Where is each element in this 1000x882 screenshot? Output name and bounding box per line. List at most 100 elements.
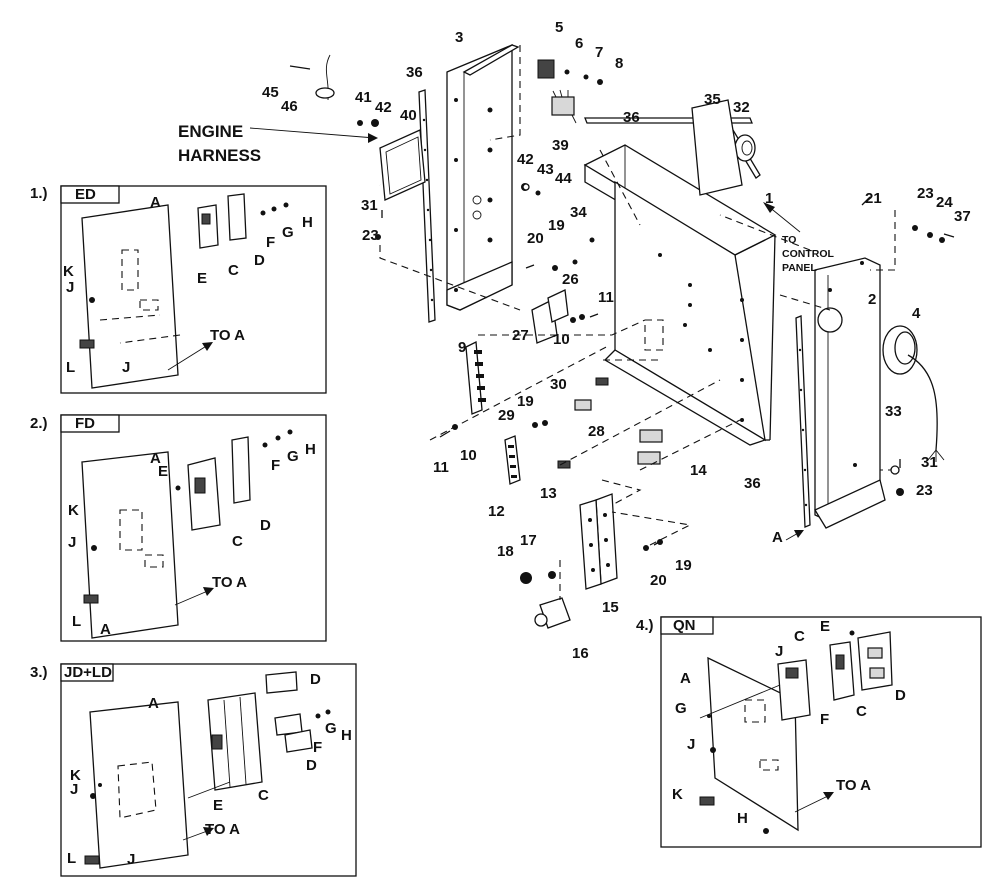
- inset-4-letter-j2: J: [775, 643, 783, 660]
- part-39: [551, 96, 575, 116]
- control-label-2: CONTROL: [782, 248, 834, 260]
- callout-13: 13: [540, 485, 557, 502]
- inset-4-letter-e: E: [820, 618, 830, 635]
- callout-23b: 23: [917, 185, 934, 202]
- inset-2-letter-e: E: [158, 463, 168, 480]
- inset-1-letter-f: F: [266, 234, 275, 251]
- callout-36b: 36: [623, 109, 640, 126]
- inset-2-letter-g: G: [287, 448, 299, 465]
- part-2-bracket: [814, 257, 886, 529]
- inset-1-letter-j1: J: [66, 279, 74, 296]
- inset-4-letter-k: K: [672, 786, 683, 803]
- callout-2: 2: [868, 291, 876, 308]
- callout-6: 6: [575, 35, 583, 52]
- inset-2-letter-l: L: [72, 613, 81, 630]
- callout-34: 34: [570, 204, 587, 221]
- callout-36a: 36: [406, 64, 423, 81]
- inset-2-letter-k: K: [68, 502, 79, 519]
- control-label-3: PANEL: [782, 262, 817, 274]
- callout-19b: 19: [517, 393, 534, 410]
- inset-4-index: 4.): [636, 617, 654, 634]
- inset-2-letter-a2: A: [100, 621, 111, 638]
- inset-4-letter-d: D: [895, 687, 906, 704]
- inset-4-to-a: TO A: [836, 777, 871, 794]
- inset-2-letter-a1: A: [150, 450, 161, 467]
- callout-35: 35: [704, 91, 721, 108]
- inset-3-letter-d2: D: [306, 757, 317, 774]
- callout-11a: 11: [433, 459, 449, 476]
- inset-2-letter-h: H: [305, 441, 316, 458]
- inset-3-letter-j1: J: [70, 781, 78, 798]
- inset-4-letter-h: H: [737, 810, 748, 827]
- assembly-lines: [249, 45, 896, 600]
- inset-4-letter-c1: C: [794, 628, 805, 645]
- callout-31a: 31: [361, 197, 378, 214]
- inset-jd-ld: 3.) JD+LD TO A A K J L J E C D D F G H: [30, 663, 357, 877]
- callout-32: 32: [733, 99, 750, 116]
- inset-3-letter-h: H: [341, 727, 352, 744]
- part-3-channel: [446, 44, 520, 311]
- inset-3-letter-c: C: [258, 787, 269, 804]
- inset-qn: 4.) QN TO A A G J K H J F C E C D: [636, 616, 982, 848]
- part-40-box: [379, 129, 426, 201]
- inset-1-name: ED: [75, 186, 96, 203]
- callout-16: 16: [572, 645, 589, 662]
- callout-19c: 19: [675, 557, 692, 574]
- callout-27: 27: [512, 327, 529, 344]
- part-4-grommet: [882, 325, 945, 462]
- inset-1-letter-g: G: [282, 224, 294, 241]
- callout-31b: 31: [921, 454, 938, 471]
- control-label-1: TO: [782, 234, 796, 246]
- inset-3-name: JD+LD: [64, 664, 112, 681]
- part-14: [639, 429, 663, 443]
- callout-14: 14: [690, 462, 707, 479]
- callout-33: 33: [885, 403, 902, 420]
- inset-3-letter-a: A: [148, 695, 159, 712]
- callout-24: 24: [936, 194, 953, 211]
- callout-30: 30: [550, 376, 567, 393]
- inset-1-index: 1.): [30, 185, 48, 202]
- callout-42b: 42: [517, 151, 534, 168]
- inset-3-letter-g: G: [325, 720, 337, 737]
- callout-36c: 36: [744, 475, 761, 492]
- part-1-enclosure: [583, 144, 777, 446]
- callout-29: 29: [498, 407, 515, 424]
- inset-4-letter-j1: J: [687, 736, 695, 753]
- inset-3-letter-e: E: [213, 797, 223, 814]
- callout-18: 18: [497, 543, 514, 560]
- main-labels: ENGINE HARNESS TO CONTROL PANEL 1 2 3 4 …: [178, 19, 971, 662]
- callout-9: 9: [458, 339, 466, 356]
- inset-3-letter-l: L: [67, 850, 76, 867]
- callout-19a: 19: [548, 217, 565, 234]
- callout-21: 21: [865, 190, 882, 207]
- inset-2-index: 2.): [30, 415, 48, 432]
- callout-15: 15: [602, 599, 619, 616]
- callout-26: 26: [562, 271, 579, 288]
- inset-3-letter-k: K: [70, 767, 81, 784]
- callout-23c: 23: [916, 482, 933, 499]
- callout-20b: 20: [650, 572, 667, 589]
- inset-1-letter-h: H: [302, 214, 313, 231]
- inset-4-letter-g: G: [675, 700, 687, 717]
- callout-28: 28: [588, 423, 605, 440]
- inset-1-letter-k: K: [63, 263, 74, 280]
- inset-2-letter-j: J: [68, 534, 76, 551]
- inset-1-letter-j2: J: [122, 359, 130, 376]
- inset-1-letter-d: D: [254, 252, 265, 269]
- callout-10a: 10: [460, 447, 477, 464]
- inset-1-letter-a: A: [150, 194, 161, 211]
- inset-3-to-a: TO A: [205, 821, 240, 838]
- harness-label-2: HARNESS: [178, 146, 261, 165]
- callout-8: 8: [615, 55, 623, 72]
- inset-4-letter-f: F: [820, 711, 829, 728]
- inset-3-letter-d1: D: [310, 671, 321, 688]
- inset-2-letter-c: C: [232, 533, 243, 550]
- callout-1: 1: [765, 190, 773, 207]
- callout-10b: 10: [553, 331, 570, 348]
- inset-3-index: 3.): [30, 664, 48, 681]
- callout-42a: 42: [375, 99, 392, 116]
- callout-45: 45: [262, 84, 279, 101]
- part-35-plate: [691, 99, 743, 196]
